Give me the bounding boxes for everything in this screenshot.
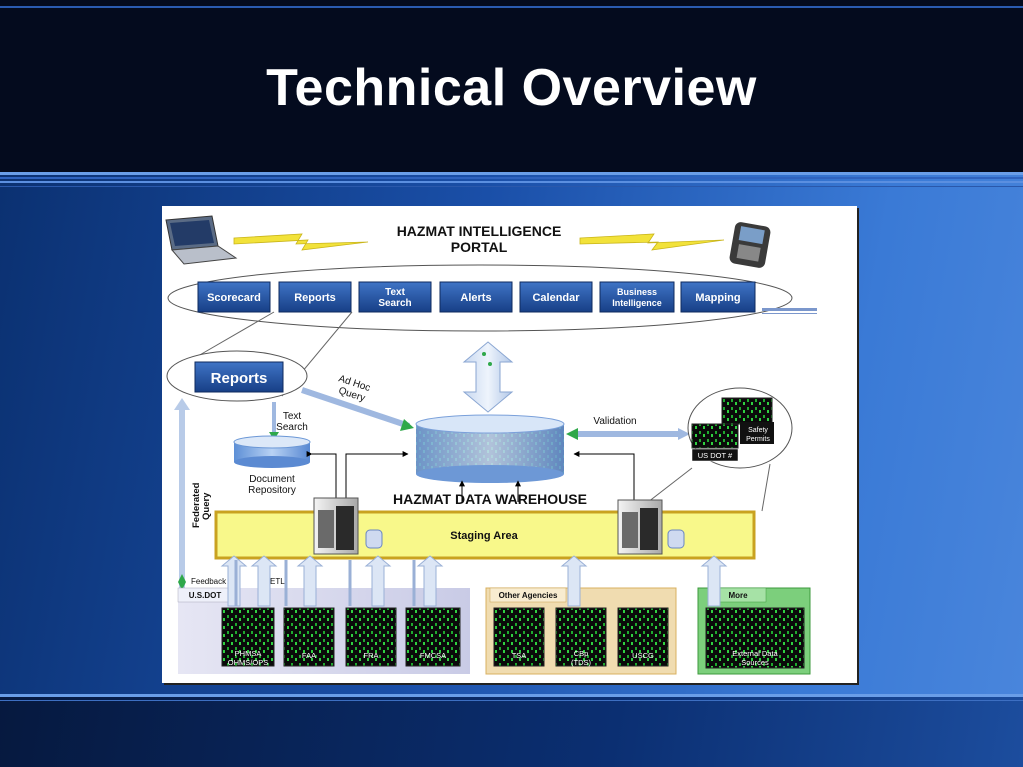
- svg-text:Text: Text: [385, 287, 405, 298]
- portal-title-line2: PORTAL: [451, 239, 508, 255]
- text-search-label-line1: Text: [283, 411, 302, 422]
- svg-text:Scorecard: Scorecard: [207, 292, 261, 304]
- portal-ellipse: [167, 264, 793, 332]
- title-stripes: [0, 172, 1023, 194]
- svg-text:More: More: [728, 591, 748, 600]
- us-dot-label: US DOT #: [698, 451, 733, 460]
- server-left-icon: [313, 497, 383, 555]
- footer-band: [0, 694, 1023, 767]
- document-repository-label-line2: Repository: [248, 485, 296, 496]
- svg-text:Calendar: Calendar: [532, 292, 580, 304]
- document-repository-cylinder: [233, 435, 311, 468]
- server-right-icon: [617, 499, 685, 555]
- slide-title: Technical Overview: [266, 59, 757, 117]
- other-agencies-header: [489, 587, 567, 603]
- mobile-phone-icon: [729, 222, 771, 268]
- lightning-bolt-left: [233, 233, 369, 251]
- svg-text:Reports: Reports: [211, 370, 268, 387]
- etl-label: ETL: [270, 577, 285, 586]
- architecture-diagram: HAZMAT INTELLIGENCE PORTAL Scorecard Rep…: [162, 206, 857, 683]
- safety-permits-data-icon: [721, 397, 773, 425]
- svg-text:USCG: USCG: [632, 651, 654, 660]
- calendar-button[interactable]: Calendar: [519, 281, 593, 313]
- text-search-label-line2: Search: [276, 422, 308, 433]
- federated-query-label-line2: Query: [201, 492, 212, 520]
- portal-title-line1: HAZMAT INTELLIGENCE: [397, 223, 562, 239]
- svg-text:Search: Search: [378, 298, 411, 309]
- source-faa: FAA: [283, 607, 335, 667]
- svg-text:FMCSA: FMCSA: [420, 651, 446, 660]
- svg-text:U.S.DOT: U.S.DOT: [189, 591, 222, 600]
- reports-callout-button[interactable]: Reports: [194, 361, 284, 393]
- source-fmcsa: FMCSA: [405, 607, 461, 667]
- source-phmsa: PHMSA OHMS/OPS: [221, 607, 275, 667]
- svg-text:Sources: Sources: [741, 658, 769, 667]
- svg-text:Alerts: Alerts: [460, 292, 491, 304]
- title-band: Technical Overview: [0, 0, 1023, 172]
- svg-text:TSA: TSA: [512, 651, 527, 660]
- source-external-data: External Data Sources: [705, 607, 805, 669]
- source-cbp: CBp (TDS): [555, 607, 607, 667]
- svg-text:Intelligence: Intelligence: [612, 298, 662, 308]
- federated-query-label-line1: Federated: [191, 482, 202, 528]
- svg-text:CBp: CBp: [574, 649, 589, 658]
- reports-button[interactable]: Reports: [278, 281, 352, 313]
- svg-text:Business: Business: [617, 287, 657, 297]
- staging-area: [214, 510, 756, 560]
- business-intelligence-button[interactable]: Business Intelligence: [599, 281, 675, 313]
- alerts-button[interactable]: Alerts: [439, 281, 513, 313]
- svg-text:Other Agencies: Other Agencies: [499, 591, 558, 600]
- source-fra: FRA: [345, 607, 397, 667]
- us-dot-data-icon: [691, 423, 739, 449]
- scorecard-button[interactable]: Scorecard: [197, 281, 271, 313]
- svg-text:FAA: FAA: [302, 651, 316, 660]
- data-warehouse-cylinder: [415, 414, 565, 483]
- svg-text:Mapping: Mapping: [695, 292, 740, 304]
- feedback-label: Feedback: [191, 577, 227, 586]
- mapping-button[interactable]: Mapping: [680, 281, 756, 313]
- source-tsa: TSA: [493, 607, 545, 667]
- text-search-button[interactable]: Text Search: [358, 281, 432, 313]
- svg-text:External Data: External Data: [732, 649, 778, 658]
- laptop-icon: [165, 215, 238, 265]
- source-uscg: USCG: [617, 607, 669, 667]
- svg-text:Reports: Reports: [294, 292, 336, 304]
- svg-text:(TDS): (TDS): [571, 658, 591, 667]
- validation-label: Validation: [593, 416, 636, 427]
- lightning-bolt-right: [579, 233, 725, 251]
- portal-warehouse-arrow: [462, 341, 514, 413]
- svg-text:FRA: FRA: [364, 651, 379, 660]
- document-repository-label-line1: Document: [249, 474, 295, 485]
- ad-hoc-query-arrow: [301, 387, 410, 429]
- svg-text:OHMS/OPS: OHMS/OPS: [228, 658, 268, 667]
- safety-permits-label-line1: Safety: [748, 427, 768, 434]
- safety-permits-label-line2: Permits: [746, 436, 770, 443]
- svg-text:PHMSA: PHMSA: [235, 649, 262, 658]
- data-warehouse-label: HAZMAT DATA WAREHOUSE: [393, 491, 587, 507]
- staging-area-label: Staging Area: [450, 530, 518, 542]
- portal-rail: [762, 308, 817, 311]
